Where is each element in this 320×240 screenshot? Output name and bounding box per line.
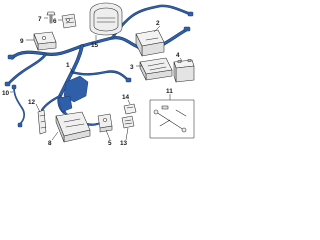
leader-lines: [10, 17, 183, 141]
callout-7: 7: [38, 16, 42, 23]
callout-3: 3: [130, 64, 134, 71]
callout-13: 13: [120, 140, 128, 147]
fuse-holder-part: [97, 113, 113, 133]
wiring-harness-diagram: 7 6 9 15 2 3 4 1 10 12 8 5 13 14 11: [2, 2, 195, 147]
battery-part: [173, 59, 195, 83]
callout-8: 8: [48, 140, 52, 147]
callout-6: 6: [53, 18, 57, 25]
callout-10: 10: [2, 90, 10, 97]
callout-1: 1: [66, 62, 70, 69]
callout-14: 14: [122, 94, 130, 101]
module-part: [135, 29, 165, 57]
control-unit-part: [55, 111, 91, 143]
callout-2: 2: [156, 20, 160, 27]
callout-12: 12: [28, 99, 36, 106]
kit-part: [149, 99, 195, 139]
connector-part: [123, 103, 137, 115]
callout-4: 4: [176, 52, 180, 59]
cable-part: [11, 84, 25, 128]
tray-part: [139, 57, 173, 81]
relay-box-part: [33, 31, 57, 51]
callout-5: 5: [108, 140, 112, 147]
sensor-part: [37, 109, 47, 135]
callout-labels: 7 6 9 15 2 3 4 1 10 12 8 5 13 14 11: [2, 16, 180, 147]
callout-11: 11: [166, 88, 173, 95]
cover-part: [89, 2, 123, 36]
bracket-part: [61, 13, 77, 29]
bolt-part: [46, 11, 56, 24]
clip-part: [121, 115, 135, 129]
callout-15: 15: [91, 42, 99, 49]
callout-9: 9: [20, 38, 24, 45]
